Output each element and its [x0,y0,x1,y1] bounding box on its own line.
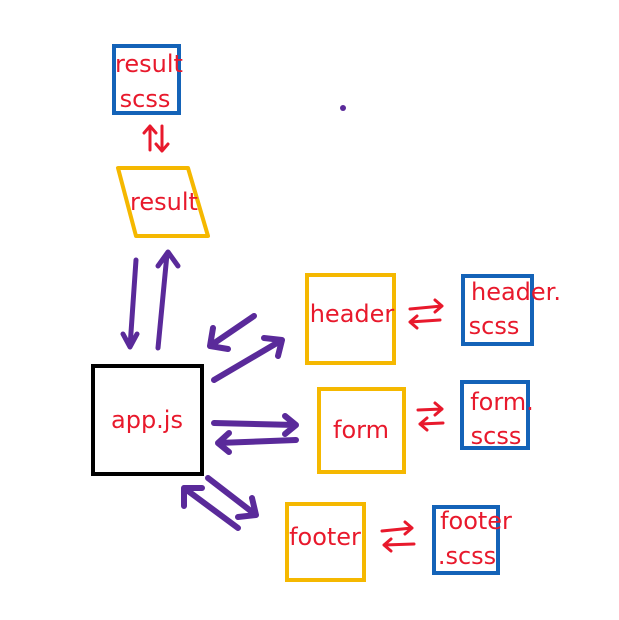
footer-scss-label-line2: .scss [438,542,496,570]
header-scss-label-line1: header. [471,278,561,306]
app-to-footer-arrows [181,475,259,531]
form-to-form-scss-arrows [416,401,445,432]
result-label: result [130,188,198,216]
result-scss-box [112,44,181,115]
form-label: form [333,416,389,444]
footer-to-footer-scss-arrows [380,520,416,553]
result-scss-label-line1: result [115,50,183,78]
form-scss-box [460,380,530,450]
footer-label: footer [289,523,361,551]
result-to-result-scss-arrows [142,124,170,153]
app-to-header-arrows [207,313,285,383]
header-scss-box [461,274,534,346]
header-to-header-scss-arrows [408,298,444,330]
footer-scss-label-line1: footer [440,507,512,535]
app-to-form-arrows [211,413,299,455]
app-to-result-arrows [120,249,181,351]
header-component-box [305,273,396,365]
app-js-label: app.js [111,406,183,434]
result-scss-label-line2: scss [120,85,171,113]
header-label: header [310,300,395,328]
stray-dot [340,105,346,111]
footer-component-box [285,502,366,582]
app-js-box [91,364,204,476]
form-component-box [317,387,406,474]
footer-scss-box [432,505,500,575]
header-scss-label-line2: scss [469,312,520,340]
result-component-box [116,166,210,238]
form-scss-label-line2: scss [471,422,522,450]
form-scss-label-line1: form. [470,388,534,416]
